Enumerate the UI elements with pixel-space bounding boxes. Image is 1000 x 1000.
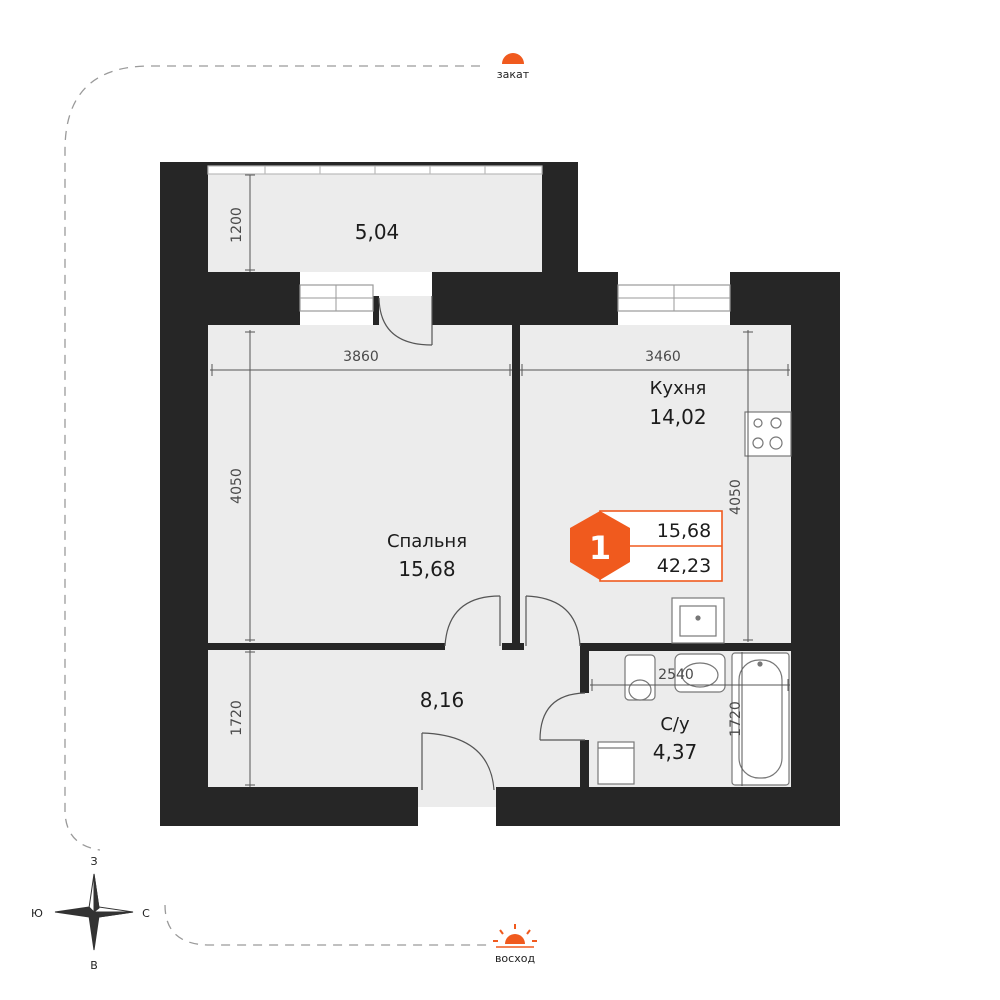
total-area: 42,23 — [657, 555, 711, 577]
orientation-path — [64, 65, 490, 946]
bedroom-name: Спальня — [387, 531, 467, 552]
dimension-lines — [210, 174, 790, 787]
compass-bottom-label: В — [90, 959, 98, 972]
walls — [160, 162, 840, 826]
living-area: 15,68 — [657, 520, 711, 542]
dim-bath-width: 2540 — [658, 667, 694, 683]
balcony-area: 5,04 — [355, 220, 400, 244]
floor-fills — [208, 170, 791, 787]
bathroom-area: 4,37 — [653, 740, 698, 764]
dim-hall-depth: 1720 — [229, 700, 245, 736]
kitchen-area: 14,02 — [649, 405, 706, 429]
kitchen-stove — [744, 411, 792, 457]
windows — [299, 284, 731, 312]
apartment-badge: 1 15,68 42,23 — [570, 510, 723, 582]
kitchen-name: Кухня — [650, 378, 707, 399]
compass-rose — [54, 873, 134, 951]
compass-top-label: З — [90, 855, 97, 868]
sunset-icon — [502, 53, 524, 64]
rooms-count: 1 — [589, 529, 611, 567]
compass-right-label: С — [142, 907, 150, 920]
dim-bedroom-depth: 4050 — [229, 468, 245, 504]
kitchen-sink — [671, 597, 725, 644]
bathroom-name: С/у — [660, 714, 690, 735]
sunset-label: закат — [497, 68, 530, 81]
balcony-glazing — [207, 165, 543, 175]
dim-kitchen-depth: 4050 — [728, 479, 744, 515]
sunrise-icon — [493, 924, 537, 948]
dim-kitchen-width: 3460 — [645, 349, 681, 365]
hall-area: 8,16 — [420, 688, 465, 712]
compass-left-label: Ю — [31, 907, 43, 920]
bedroom-area: 15,68 — [398, 557, 455, 581]
rooms-count-hexagon — [570, 511, 630, 580]
sunrise-label: восход — [495, 952, 536, 965]
bathroom-fixtures — [597, 652, 790, 786]
dim-bath-depth: 1720 — [728, 701, 744, 737]
dim-balcony-depth: 1200 — [229, 207, 245, 243]
dim-bedroom-width: 3860 — [343, 349, 379, 365]
doors — [378, 296, 586, 807]
